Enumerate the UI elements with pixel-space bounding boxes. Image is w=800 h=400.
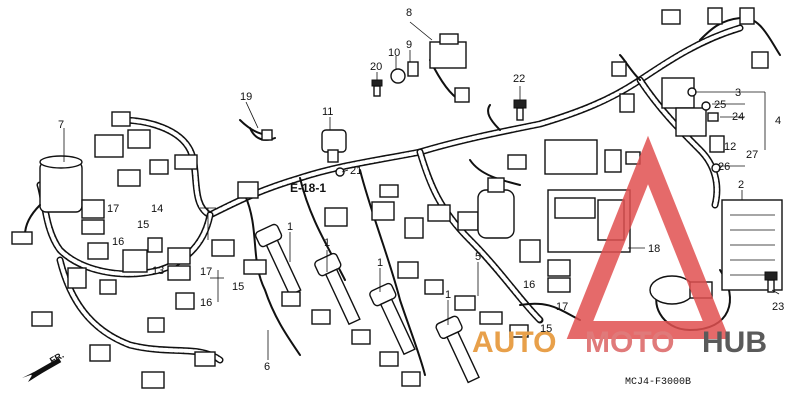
part-3-cluster — [661, 77, 725, 173]
callout-13: 13 — [152, 265, 164, 277]
callout-1c: 1 — [377, 257, 383, 269]
callout-1a: 1 — [287, 221, 293, 233]
watermark-hub: HUB — [702, 326, 767, 359]
left-connector-cluster — [94, 111, 198, 187]
callout-22: 22 — [513, 73, 525, 85]
callout-5: 5 — [475, 251, 481, 263]
ignition-coil-c — [369, 282, 416, 356]
part-23-bolt — [764, 271, 778, 293]
part-21-screw — [335, 167, 345, 177]
callout-4: 4 — [775, 115, 781, 127]
callout-8: 8 — [406, 7, 412, 19]
front-direction-arrow: FR. — [22, 350, 66, 382]
callout-15b: 15 — [232, 281, 244, 293]
callout-19: 19 — [240, 91, 252, 103]
callout-26: 26 — [718, 161, 730, 173]
part-6-bottle — [477, 177, 515, 239]
watermark-triangle — [566, 135, 730, 339]
part-20-bolt — [371, 79, 383, 97]
callout-27: 27 — [746, 149, 758, 161]
front-indicator-label: FR. — [48, 350, 66, 366]
callout-11: 11 — [322, 106, 333, 118]
callout-18: 18 — [648, 243, 660, 255]
part-11-sensor — [321, 129, 347, 163]
coil-connectors — [211, 239, 421, 387]
ignition-coil-d — [435, 315, 480, 384]
callout-7: 7 — [58, 119, 64, 131]
part-10-collar — [390, 68, 406, 84]
relay-group-left — [81, 199, 195, 310]
part-1-ignition-coils — [254, 223, 480, 384]
watermark-auto: AUTO — [472, 326, 556, 359]
callout-23: 23 — [772, 301, 784, 313]
callout-15c: 15 — [540, 323, 552, 335]
callout-20: 20 — [370, 61, 382, 73]
callout-1d: 1 — [445, 289, 451, 301]
watermark-moto: MOTO — [585, 326, 674, 359]
callout-24: 24 — [732, 111, 744, 123]
callout-17c: 17 — [556, 301, 568, 313]
section-reference: E-18-1 — [290, 181, 326, 195]
callout-2: 2 — [738, 179, 744, 191]
callout-25: 25 — [714, 99, 726, 111]
part-22-bolt — [513, 99, 527, 121]
callout-1b: 1 — [324, 237, 330, 249]
callout-14: 14 — [151, 203, 163, 215]
relay-group-right — [519, 239, 571, 293]
callout-17a: 17 — [107, 203, 119, 215]
callout-labels: 7 17 15 14 16 13 17 15 16 19 20 10 9 8 1… — [58, 7, 784, 388]
watermark: AUTO MOTO HUB — [472, 135, 767, 359]
leader-lines — [63, 21, 780, 360]
callout-16c: 16 — [523, 279, 535, 291]
callout-16a: 16 — [112, 236, 124, 248]
ignition-coil-b — [314, 252, 361, 326]
part-7-condenser — [11, 155, 83, 245]
callout-12: 12 — [724, 141, 736, 153]
part-8-unit — [429, 33, 467, 69]
callout-9: 9 — [406, 39, 412, 51]
lower-left-connectors — [31, 267, 216, 389]
callout-15a: 15 — [137, 219, 149, 231]
callout-21: 21 — [350, 165, 362, 177]
part-2-regulator — [721, 199, 783, 291]
part-9-grommet — [407, 61, 419, 77]
connector-8-lead — [454, 87, 470, 103]
mid-connectors — [237, 154, 529, 338]
callout-17b: 17 — [200, 266, 212, 278]
callout-16b: 16 — [200, 297, 212, 309]
callout-3: 3 — [735, 87, 741, 99]
top-right-connectors — [611, 7, 769, 113]
drawing-code: MCJ4-F3000B — [625, 377, 691, 388]
part-19-clip — [249, 127, 276, 141]
callout-10: 10 — [388, 47, 400, 59]
callout-6: 6 — [264, 361, 270, 373]
